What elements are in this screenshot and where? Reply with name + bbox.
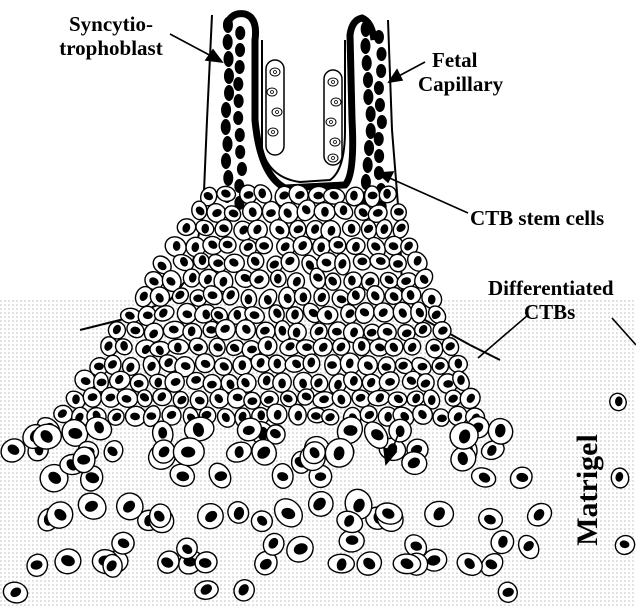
syncytial-nucleus — [223, 17, 233, 33]
red-blood-cell — [331, 98, 341, 106]
syncytial-nucleus — [235, 128, 245, 142]
syncytial-nucleus — [235, 43, 245, 57]
red-blood-cell — [326, 118, 336, 126]
ctb-stem-cell — [391, 204, 407, 221]
red-blood-cell — [272, 108, 282, 116]
ctb-stem-cell — [345, 236, 367, 256]
syncytial-nucleus — [235, 26, 245, 40]
ctb-stem-cell — [216, 185, 237, 203]
label-fetal-capillary-line2: Capillary — [418, 72, 528, 96]
syncytial-nucleus — [376, 64, 386, 78]
ctb-stem-cell — [173, 391, 188, 408]
syncytial-nucleus — [363, 157, 373, 173]
differentiated-ctb — [424, 501, 454, 527]
ctb-stem-cell — [294, 287, 311, 305]
syncytial-nucleus — [223, 136, 233, 152]
ctb-stem-cell — [417, 374, 434, 392]
ctb-stem-cell — [209, 338, 226, 357]
ctb-stem-cell — [247, 252, 263, 269]
syncytial-nucleus — [366, 106, 376, 122]
label-differentiated-ctbs-line2: CTBs — [488, 300, 636, 324]
syncytial-nucleus — [377, 47, 387, 61]
ctb-stem-cell — [325, 355, 342, 376]
differentiated-ctb — [393, 554, 421, 575]
ctb-stem-cell — [248, 268, 270, 290]
ctb-stem-cell — [414, 322, 431, 337]
ctb-stem-cell — [325, 273, 341, 291]
label-ctb-stem-cells: CTB stem cells — [470, 206, 636, 230]
syncytial-nucleus — [223, 170, 233, 186]
ctb-stem-cell — [236, 319, 256, 340]
syncytial-nucleus — [233, 77, 243, 91]
syncytial-nucleus — [235, 60, 245, 74]
syncytial-nucleus — [235, 145, 245, 159]
syncytial-nucleus — [234, 94, 244, 108]
ctb-stem-cell — [341, 219, 361, 237]
ctb-stem-cell — [445, 390, 462, 407]
ctb-stem-cell — [388, 392, 407, 407]
syncytial-nucleus — [223, 34, 233, 50]
syncytial-nucleus — [221, 102, 231, 118]
red-blood-cell — [268, 128, 278, 136]
label-syncytiotrophoblast-line1: Syncytio- — [36, 12, 186, 36]
ctb-stem-cell — [313, 288, 329, 307]
ctb-stem-cell — [334, 253, 351, 276]
syncytial-nucleus — [374, 30, 384, 44]
syncytial-nucleus — [363, 89, 373, 105]
syncytial-nucleus — [363, 72, 373, 88]
syncytial-nucleus — [224, 85, 234, 101]
red-blood-cell — [267, 88, 277, 96]
label-syncytiotrophoblast-line2: trophoblast — [36, 36, 186, 60]
syncytial-nucleus — [224, 51, 234, 67]
syncytial-nucleus — [362, 55, 372, 71]
syncytial-nucleus — [374, 149, 384, 163]
ctb-stem-cell — [410, 302, 427, 324]
ctb-stem-cell — [364, 186, 380, 207]
syncytial-nucleus — [361, 21, 371, 37]
red-blood-cell — [328, 154, 338, 162]
villus-core — [228, 14, 374, 188]
syncytial-nucleus — [233, 111, 243, 125]
syncytial-nucleus — [364, 140, 374, 156]
red-blood-cell — [330, 138, 340, 146]
ctb-stem-cell — [120, 308, 140, 323]
differentiated-ctb — [328, 554, 355, 573]
syncytial-nucleus — [221, 153, 231, 169]
syncytial-nucleus — [237, 162, 247, 176]
ctb-stem-cell — [191, 201, 207, 220]
label-syncytiotrophoblast: Syncytio- trophoblast — [36, 12, 186, 60]
red-blood-cell — [270, 68, 280, 76]
label-fetal-capillary: Fetal Capillary — [418, 48, 528, 96]
ctb-stem-cell — [176, 218, 197, 237]
ctb-stem-cell — [183, 269, 201, 288]
ctb-stem-cell — [242, 201, 263, 222]
syncytial-nucleus — [224, 68, 234, 84]
label-matrigel-text: Matrigel — [571, 434, 605, 546]
syncytial-nucleus — [375, 98, 385, 112]
label-ctb-stem-cells-text: CTB stem cells — [470, 206, 636, 230]
syncytial-nucleus — [360, 38, 370, 54]
ctb-stem-cell — [152, 388, 172, 406]
syncytial-nucleus — [221, 119, 231, 135]
syncytial-nucleus — [374, 81, 384, 95]
red-blood-cell — [328, 78, 338, 86]
label-differentiated-ctbs: Differentiated CTBs — [488, 276, 636, 324]
syncytial-nucleus — [374, 132, 384, 146]
label-fetal-capillary-line1: Fetal — [418, 48, 528, 72]
label-matrigel: Matrigel — [548, 420, 628, 560]
syncytial-nucleus — [377, 115, 387, 129]
label-differentiated-ctbs-line1: Differentiated — [488, 276, 636, 300]
ctb-stem-cell — [241, 289, 258, 309]
